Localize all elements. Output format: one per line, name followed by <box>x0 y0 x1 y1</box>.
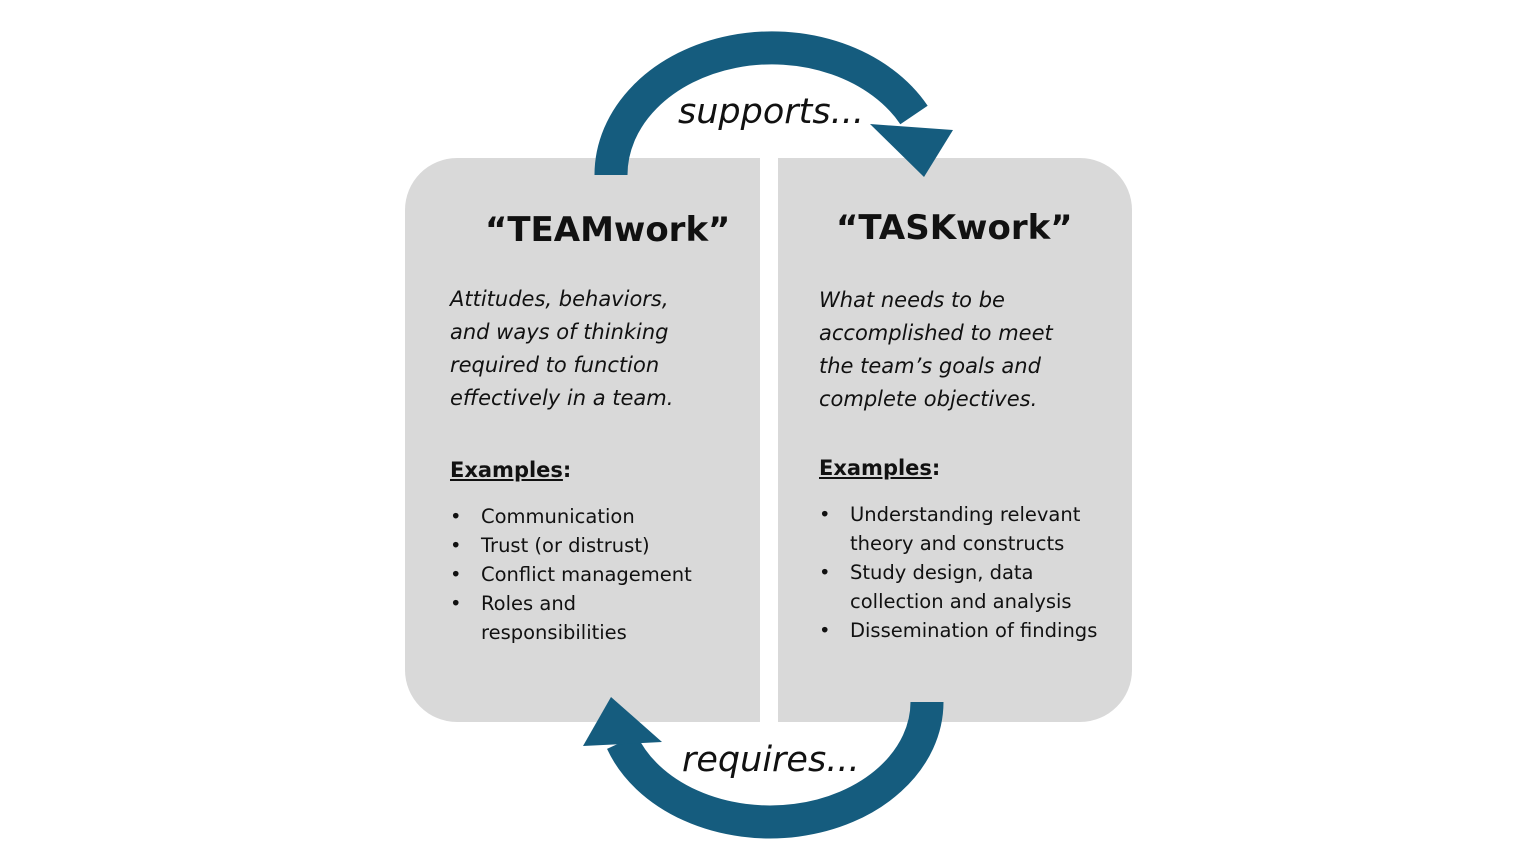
list-item: Trust (or distrust) <box>450 531 730 560</box>
list-item: Dissemination of findings <box>819 616 1119 645</box>
requires-arrowhead <box>583 697 662 746</box>
taskwork-examples-list: Understanding relevant theory and constr… <box>819 500 1119 645</box>
examples-label: Examples <box>819 456 932 480</box>
taskwork-description: What needs to be accomplished to meet th… <box>819 288 1053 411</box>
supports-arrowhead <box>870 124 953 177</box>
supports-label: supports... <box>678 92 864 132</box>
list-item: Study design, data collection and analys… <box>819 558 1100 616</box>
examples-label: Examples <box>450 458 563 482</box>
examples-colon: : <box>931 456 941 480</box>
requires-arrow-arc <box>607 701 944 839</box>
requires-label: requires... <box>682 740 860 780</box>
teamwork-description: Attitudes, behaviors, and ways of thinki… <box>450 287 674 410</box>
list-item: Roles and responsibilities <box>450 589 651 647</box>
teamwork-examples-heading: Examples: <box>450 458 571 482</box>
taskwork-examples-heading: Examples: <box>819 456 940 480</box>
list-item: Conflict management <box>450 560 730 589</box>
list-item: Communication <box>450 502 730 531</box>
examples-colon: : <box>562 458 572 482</box>
teamwork-examples-list: Communication Trust (or distrust) Confli… <box>450 502 730 647</box>
teamwork-title: “TEAMwork” <box>485 210 731 250</box>
list-item: Understanding relevant theory and constr… <box>819 500 1100 558</box>
taskwork-title: “TASKwork” <box>836 208 1073 248</box>
supports-arrow-arc <box>594 31 928 176</box>
